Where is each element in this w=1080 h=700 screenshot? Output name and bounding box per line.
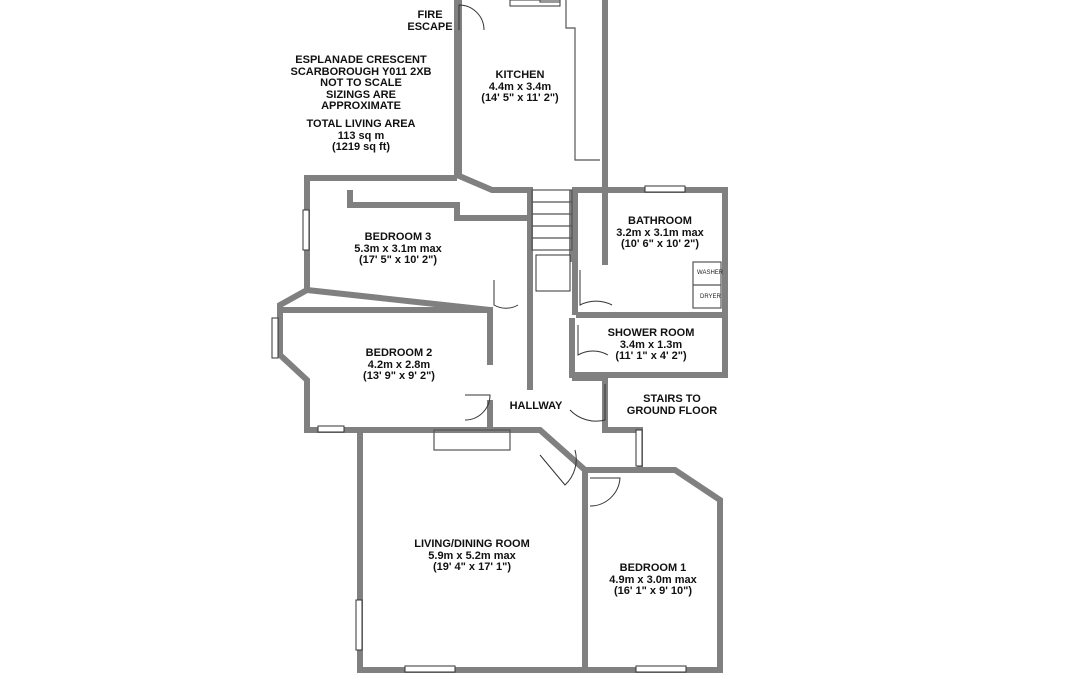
bathroom-label: BATHROOM 3.2m x 3.1m max (10' 6" x 10' 2… <box>616 215 704 250</box>
living-walls <box>355 427 588 673</box>
bedroom3-label: BEDROOM 3 5.3m x 3.1m max (17' 5" x 10' … <box>354 231 442 266</box>
living-room-label: LIVING/DINING ROOM 5.9m x 5.2m max (19' … <box>414 538 530 573</box>
stairs-label: STAIRS TO GROUND FLOOR <box>626 393 718 417</box>
stairs <box>531 189 573 292</box>
dryer-label: DRYER <box>700 294 721 300</box>
fire-escape-label: FIRE ESCAPE <box>407 9 453 33</box>
west-bay-walls <box>277 218 533 433</box>
fire-escape-mark <box>539 0 561 3</box>
kitchen-window <box>509 0 561 7</box>
bedroom3-top-wall <box>304 175 457 290</box>
bay-window <box>271 317 279 359</box>
hallway-label: HALLWAY <box>509 400 563 412</box>
kitchen-label: KITCHEN 4.4m x 3.4m (14' 5" x 11' 2") <box>481 69 559 104</box>
bedroom1-walls <box>585 429 723 673</box>
bedroom2-window <box>317 425 345 433</box>
shower-room-label: SHOWER ROOM 3.4m x 1.3m (11' 1" x 4' 2") <box>607 327 695 362</box>
bedroom2-label: BEDROOM 2 4.2m x 2.8m (13' 9" x 9' 2") <box>363 347 435 382</box>
address-note: ESPLANADE CRESCENT SCARBOROUGH Y011 2XB … <box>290 54 432 112</box>
doors <box>458 4 621 507</box>
bedroom1-label: BEDROOM 1 4.9m x 3.0m max (16' 1" x 9' 1… <box>609 562 697 597</box>
total-area-note: TOTAL LIVING AREA 113 sq m (1219 sq ft) <box>306 118 416 153</box>
washer-label: WASHER <box>697 270 724 276</box>
bedroom3-window <box>302 209 310 251</box>
